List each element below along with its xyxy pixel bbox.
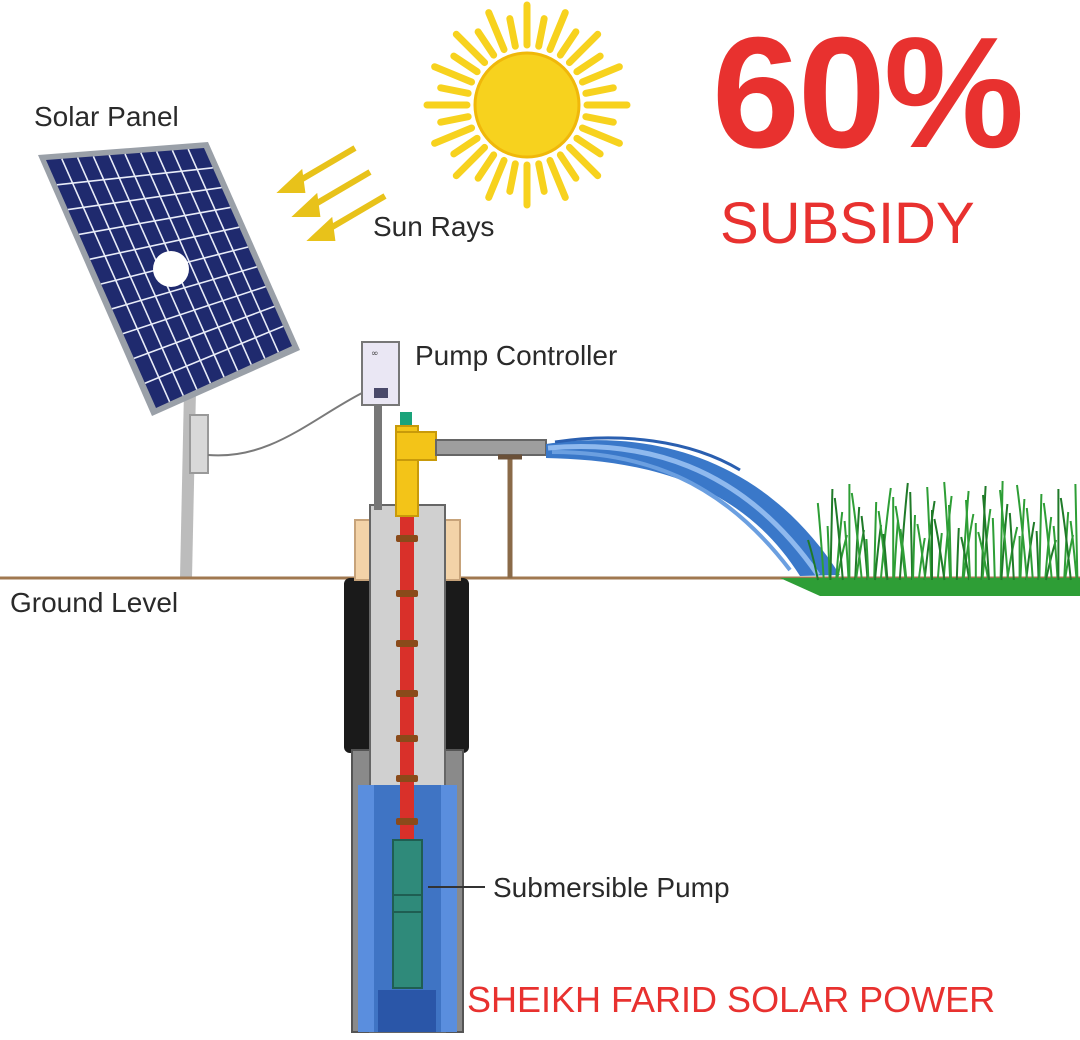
submersible-pump-label: Submersible Pump bbox=[493, 872, 730, 903]
ground-level-label: Ground Level bbox=[10, 587, 179, 618]
pump-controller-icon: ∞ bbox=[361, 341, 400, 510]
sun-rays-label: Sun Rays bbox=[373, 211, 495, 242]
panel-stand bbox=[180, 389, 363, 579]
sun-icon bbox=[423, 1, 631, 209]
sun-ray-spikes bbox=[423, 1, 631, 209]
water-stream bbox=[546, 436, 840, 577]
pump-controller-label: Pump Controller bbox=[415, 340, 618, 371]
subsidy-label: SUBSIDY bbox=[720, 191, 975, 256]
outlet-pipe bbox=[395, 412, 547, 578]
submersible-pump-icon bbox=[392, 839, 485, 989]
sun-ray-arrows bbox=[276, 145, 387, 241]
solar-panel-icon bbox=[38, 142, 300, 416]
subsidy-percent: 60% bbox=[712, 5, 1024, 181]
svg-text:∞: ∞ bbox=[371, 349, 379, 359]
company-name: SHEIKH FARID SOLAR POWER bbox=[467, 979, 996, 1020]
pipe-couplings bbox=[396, 535, 418, 825]
solar-panel-label: Solar Panel bbox=[34, 101, 179, 132]
drop-pipe bbox=[396, 510, 418, 840]
grass-icon bbox=[780, 480, 1080, 596]
